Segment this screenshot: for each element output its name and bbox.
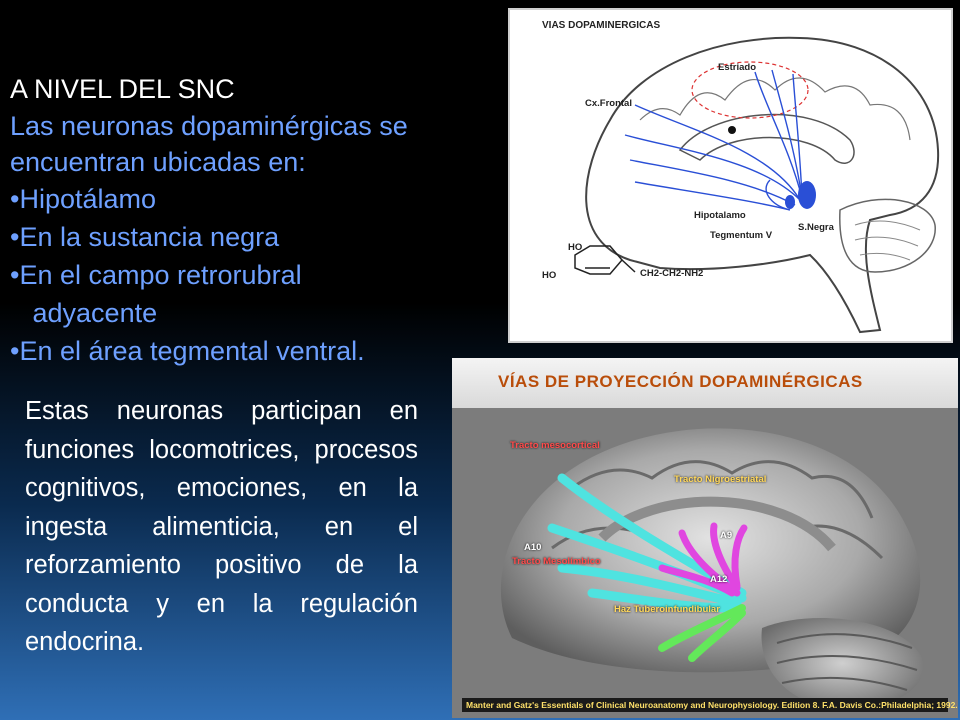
label-mesolimbico: Tracto Mesolímbico bbox=[512, 556, 601, 567]
figure-title: VÍAS DE PROYECCIÓN DOPAMINÉRGICAS bbox=[498, 372, 863, 391]
label-s-negra: S.Negra bbox=[798, 222, 834, 233]
label-formula: CH2-CH2-NH2 bbox=[640, 268, 704, 279]
label-mesocortical: Tracto mesocortical bbox=[510, 440, 600, 451]
bullet-list: •Hipotálamo •En la sustancia negra •En e… bbox=[10, 180, 450, 370]
brain-render bbox=[452, 408, 958, 718]
label-ho-top: HO bbox=[568, 242, 583, 253]
bullet-item: •Hipotálamo bbox=[10, 184, 157, 214]
bullet-item: adyacente bbox=[10, 298, 158, 328]
brain-sagittal-drawing bbox=[574, 36, 940, 334]
left-text-block: A NIVEL DEL SNC Las neuronas dopaminérgi… bbox=[10, 70, 450, 370]
label-cx-frontal: Cx.Frontal bbox=[585, 98, 632, 109]
label-a10: A10 bbox=[524, 542, 542, 553]
lead-text: Las neuronas dopaminérgicas se encuentra… bbox=[10, 111, 408, 177]
label-a9: A9 bbox=[720, 530, 733, 541]
label-estriado: Estriado bbox=[718, 62, 757, 73]
label-tuberoinfundibular: Haz Tuberoinfundibular bbox=[614, 604, 720, 615]
label-a12: A12 bbox=[710, 574, 728, 585]
bullet-item: •En la sustancia negra bbox=[10, 222, 280, 252]
body-paragraph: Estas neuronas participan en funciones l… bbox=[25, 397, 418, 656]
bullet-item: •En el área tegmental ventral. bbox=[10, 336, 365, 366]
diagram-title: VIAS DOPAMINERGICAS bbox=[542, 20, 661, 31]
label-ho-left: HO bbox=[542, 270, 557, 281]
heading: A NIVEL DEL SNC bbox=[10, 74, 235, 104]
dopaminergic-pathways-diagram: VIAS DOPAMINERGICAS Estriado Cx.Frontal … bbox=[508, 8, 953, 343]
bullet-item: •En el campo retrorubral bbox=[10, 260, 302, 290]
label-nigroestriatal: Tracto Nigroestriatal bbox=[674, 474, 767, 485]
projection-pathways-figure: VÍAS DE PROYECCIÓN DOPAMINÉRGICAS bbox=[452, 358, 958, 718]
figure-credit: Manter and Gatz's Essentials of Clinical… bbox=[462, 698, 958, 712]
label-hipotalamo: Hipotalamo bbox=[694, 210, 746, 221]
figure-titlebar: VÍAS DE PROYECCIÓN DOPAMINÉRGICAS bbox=[452, 358, 958, 408]
label-tegmentum: Tegmentum V bbox=[710, 230, 773, 241]
